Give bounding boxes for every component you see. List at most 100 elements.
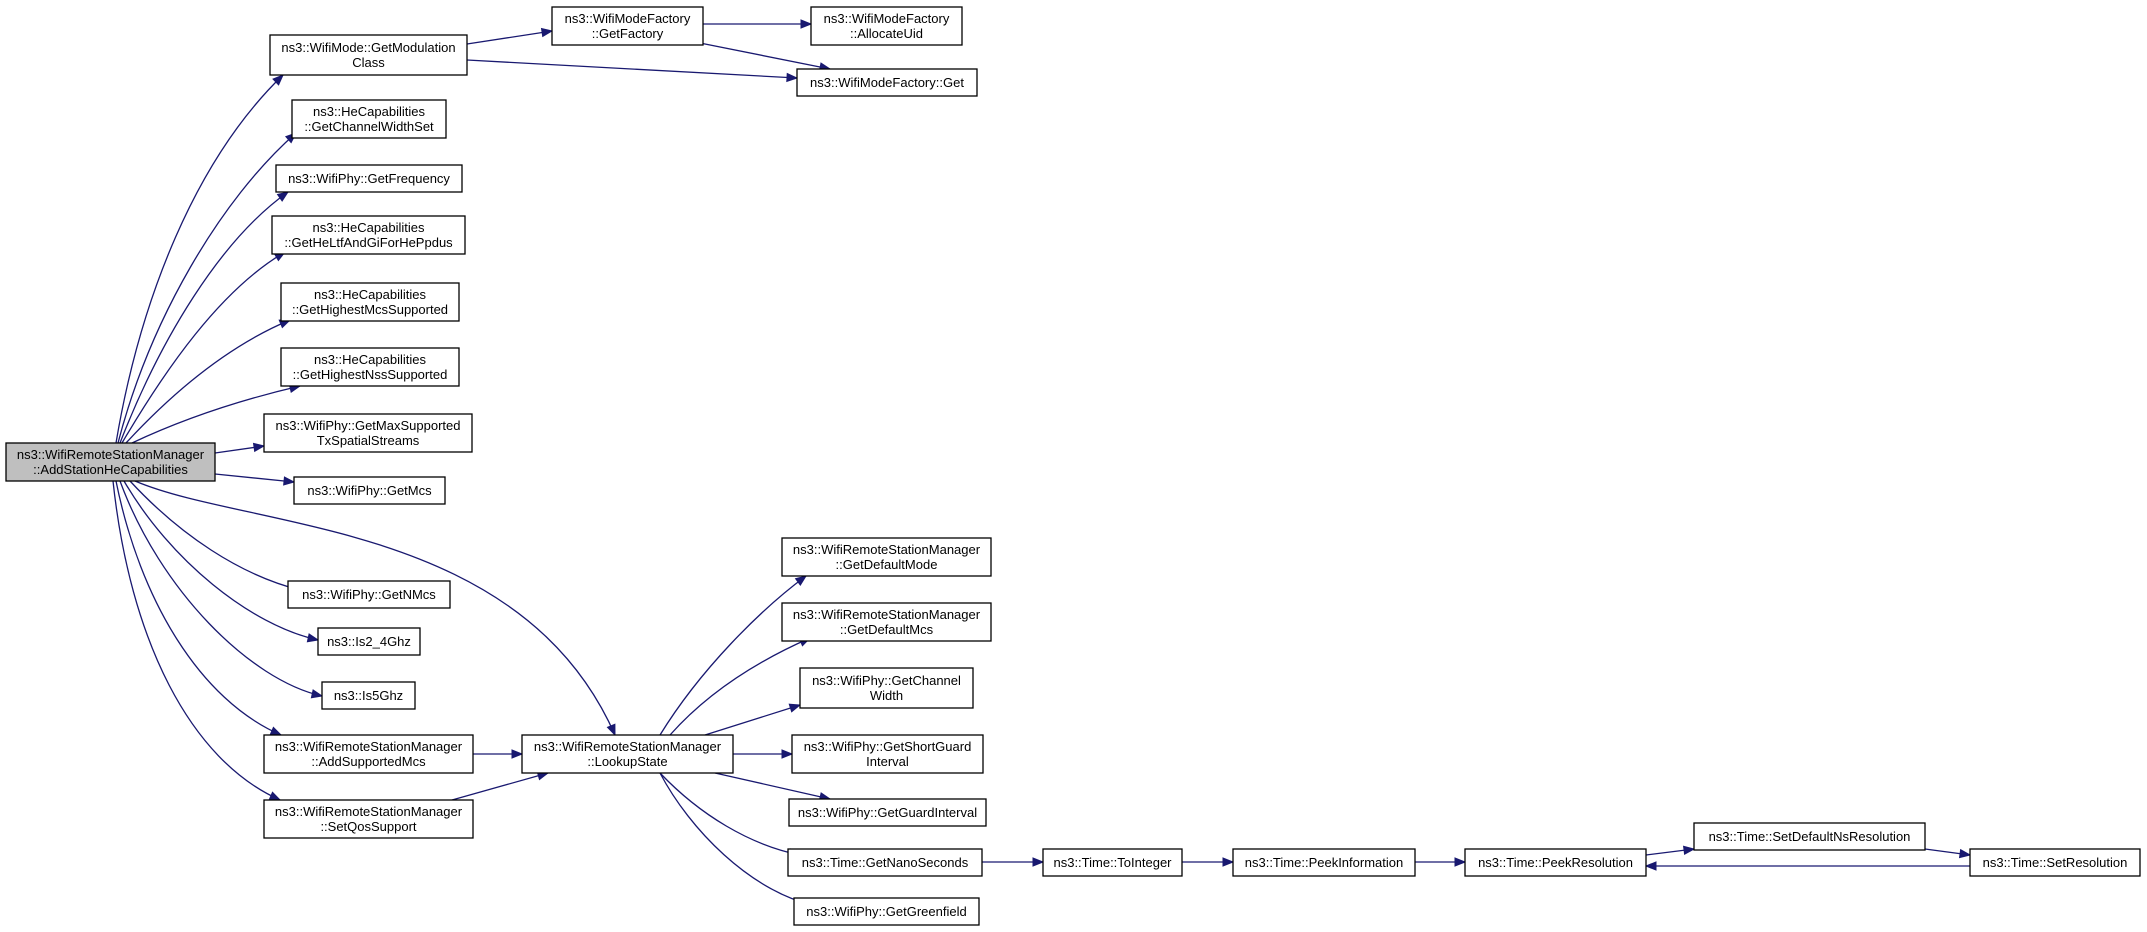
edge-line: [119, 480, 323, 697]
node-peekInformation[interactable]: ns3::Time::PeekInformation: [1232, 848, 1416, 877]
edge-line: [131, 385, 301, 444]
node-box: [1232, 848, 1416, 877]
node-getChannelWidth[interactable]: ns3::WifiPhy::GetChannelWidth: [799, 667, 974, 709]
edge-line: [659, 575, 807, 736]
edge-addSupportedMcs-to-lookupState: [473, 749, 524, 759]
edge-line: [714, 772, 831, 800]
edge-peekInformation-to-peekResolution: [1415, 857, 1467, 867]
node-box: [275, 164, 463, 193]
edge-line: [214, 473, 295, 483]
node-label: ns3::WifiPhy::GetChannel: [812, 673, 961, 688]
edge-lookupState-to-getGreenfield: [659, 772, 814, 908]
node-label: ::LookupState: [587, 754, 667, 769]
edge-root-to-lookupState: [134, 480, 616, 737]
node-label: ns3::HeCapabilities: [313, 104, 426, 119]
edge-line: [129, 480, 301, 591]
node-getDefaultMcs[interactable]: ns3::WifiRemoteStationManager::GetDefaul…: [781, 602, 992, 642]
node-peekResolution[interactable]: ns3::Time::PeekResolution: [1464, 848, 1647, 877]
node-label: ::GetFactory: [592, 26, 664, 41]
node-box: [263, 413, 473, 453]
node-getNanoSeconds[interactable]: ns3::Time::GetNanoSeconds: [787, 848, 983, 877]
node-label: ns3::WifiRemoteStationManager: [275, 804, 463, 819]
edge-root-to-is24: [123, 480, 320, 643]
node-label: ns3::Is5Ghz: [334, 688, 403, 703]
node-label: Class: [352, 55, 385, 70]
node-label: ::GetDefaultMode: [836, 557, 938, 572]
node-label: TxSpatialStreams: [317, 433, 420, 448]
edge-arrowhead: [788, 703, 802, 713]
edge-layer: [112, 19, 1972, 908]
node-getFrequency[interactable]: ns3::WifiPhy::GetFrequency: [275, 164, 463, 193]
node-box: [521, 734, 734, 774]
node-root[interactable]: ns3::WifiRemoteStationManager::AddStatio…: [5, 442, 216, 482]
node-getHighestMcs[interactable]: ns3::HeCapabilities::GetHighestMcsSuppor…: [280, 282, 460, 322]
node-box: [271, 215, 466, 255]
node-getMaxStreams[interactable]: ns3::WifiPhy::GetMaxSupportedTxSpatialSt…: [263, 413, 473, 453]
node-allocateUid[interactable]: ns3::WifiModeFactory::AllocateUid: [810, 6, 963, 46]
node-getDefaultMode[interactable]: ns3::WifiRemoteStationManager::GetDefaul…: [781, 537, 992, 577]
edge-line: [451, 772, 549, 801]
edge-getNanoSeconds-to-toInteger: [982, 857, 1045, 867]
node-label: ns3::HeCapabilities: [314, 352, 427, 367]
edge-line: [119, 191, 289, 444]
node-label: ns3::WifiModeFactory: [824, 11, 950, 26]
edge-arrowhead: [511, 749, 524, 759]
node-box: [781, 602, 992, 642]
edge-root-to-is5: [119, 480, 324, 699]
edge-arrowhead: [268, 791, 282, 801]
node-getHeLtf[interactable]: ns3::HeCapabilities::GetHeLtfAndGiForHeP…: [271, 215, 466, 255]
edge-arrowhead: [310, 689, 324, 699]
node-label: ns3::Time::GetNanoSeconds: [802, 855, 969, 870]
node-label: ns3::WifiPhy::GetShortGuard: [804, 739, 972, 754]
node-label: Interval: [866, 754, 909, 769]
node-label: ::GetDefaultMcs: [840, 622, 934, 637]
node-label: ns3::WifiRemoteStationManager: [793, 542, 981, 557]
node-label: ::GetHeLtfAndGiForHePpdus: [284, 235, 453, 250]
node-label: ns3::WifiPhy::GetNMcs: [302, 587, 436, 602]
node-label: ns3::Time::SetDefaultNsResolution: [1709, 829, 1911, 844]
edge-line: [659, 772, 801, 856]
edge-root-to-getFrequency: [119, 191, 290, 444]
node-is24[interactable]: ns3::Is2_4Ghz: [317, 627, 421, 656]
node-box: [796, 68, 978, 97]
edge-arrowhead: [283, 476, 296, 486]
node-toInteger[interactable]: ns3::Time::ToInteger: [1042, 848, 1183, 877]
node-label: ::GetHighestNssSupported: [293, 367, 448, 382]
node-label: ::AddStationHeCapabilities: [33, 462, 188, 477]
node-box: [321, 681, 416, 710]
edge-line: [125, 319, 291, 444]
node-getNMcs[interactable]: ns3::WifiPhy::GetNMcs: [287, 580, 451, 609]
node-box: [291, 99, 447, 139]
node-getGreenfield[interactable]: ns3::WifiPhy::GetGreenfield: [793, 897, 980, 926]
edge-lookupState-to-getNanoSeconds: [659, 772, 802, 858]
node-factoryGet[interactable]: ns3::WifiModeFactory::Get: [796, 68, 978, 97]
node-getFactory[interactable]: ns3::WifiModeFactory::GetFactory: [551, 6, 704, 46]
node-box: [280, 282, 460, 322]
node-label: ns3::WifiModeFactory: [565, 11, 691, 26]
node-addSupportedMcs[interactable]: ns3::WifiRemoteStationManager::AddSuppor…: [263, 734, 474, 774]
node-label: ns3::WifiPhy::GetMaxSupported: [276, 418, 461, 433]
node-label: ns3::WifiPhy::GetGreenfield: [806, 904, 966, 919]
node-label: ::AllocateUid: [850, 26, 923, 41]
edge-root-to-getChannelWidthSet: [117, 132, 298, 444]
node-lookupState[interactable]: ns3::WifiRemoteStationManager::LookupSta…: [521, 734, 734, 774]
node-setResolution[interactable]: ns3::Time::SetResolution: [1969, 848, 2141, 877]
node-label: ns3::WifiRemoteStationManager: [793, 607, 981, 622]
node-label: ns3::Is2_4Ghz: [327, 634, 411, 649]
edge-line: [115, 74, 284, 444]
node-setQosSupport[interactable]: ns3::WifiRemoteStationManager::SetQosSup…: [263, 799, 474, 839]
node-box: [263, 734, 474, 774]
node-box: [781, 537, 992, 577]
node-label: ns3::WifiMode::GetModulation: [281, 40, 455, 55]
node-getHighestNss[interactable]: ns3::HeCapabilities::GetHighestNssSuppor…: [280, 347, 460, 387]
node-label: ns3::WifiRemoteStationManager: [275, 739, 463, 754]
node-getMcs[interactable]: ns3::WifiPhy::GetMcs: [293, 476, 446, 505]
node-is5[interactable]: ns3::Is5Ghz: [321, 681, 416, 710]
node-getChannelWidthSet[interactable]: ns3::HeCapabilities::GetChannelWidthSet: [291, 99, 447, 139]
node-setDefaultNs[interactable]: ns3::Time::SetDefaultNsResolution: [1693, 822, 1926, 851]
node-getGuardInterval[interactable]: ns3::WifiPhy::GetGuardInterval: [788, 798, 987, 827]
node-label: ns3::WifiPhy::GetFrequency: [288, 171, 450, 186]
node-box: [787, 848, 983, 877]
